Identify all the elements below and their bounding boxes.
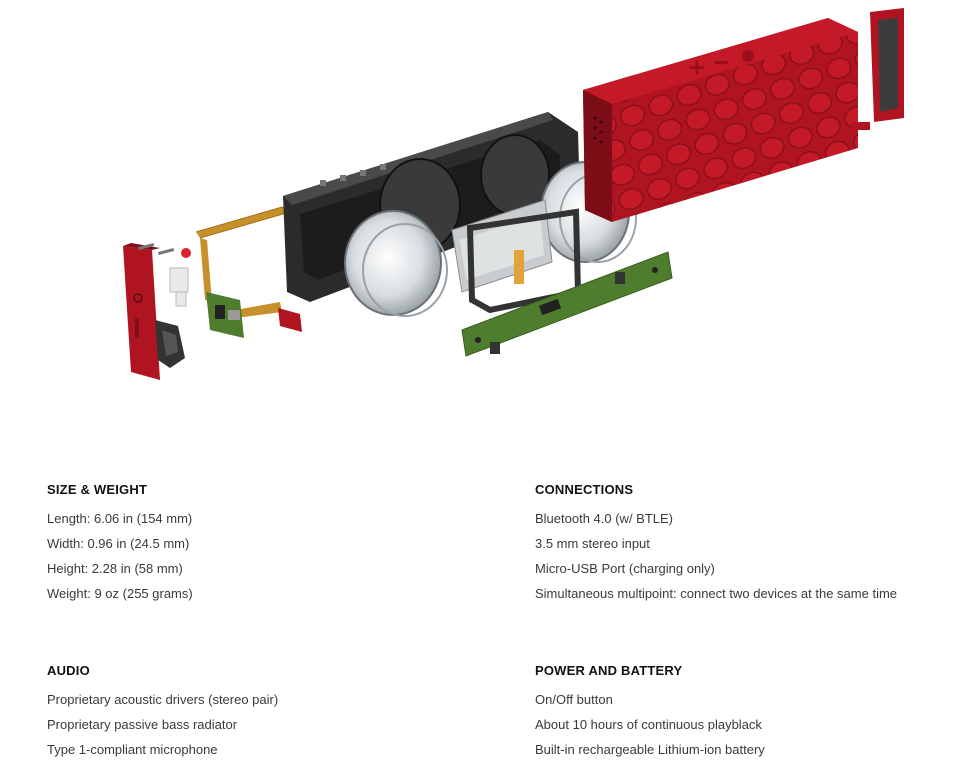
flex-cable xyxy=(195,206,292,318)
spec-item: Simultaneous multipoint: connect two dev… xyxy=(535,586,898,601)
spec-item: 3.5 mm stereo input xyxy=(535,536,650,551)
spec-item: Proprietary passive bass radiator xyxy=(47,717,238,732)
spec-item: Type 1-compliant microphone xyxy=(47,742,218,757)
battery-module xyxy=(451,199,582,314)
spec-item: Weight: 9 oz (255 grams) xyxy=(47,586,193,601)
small-pcb xyxy=(206,292,302,338)
spec-item: Micro-USB Port (charging only) xyxy=(535,561,715,576)
spec-heading: CONNECTIONS xyxy=(535,482,634,497)
acoustic-drivers xyxy=(344,161,637,317)
spec-item: Bluetooth 4.0 (w/ BTLE) xyxy=(535,511,674,526)
spec-item: Built-in rechargeable Lithium-ion batter… xyxy=(535,742,765,757)
spec-heading: AUDIO xyxy=(47,663,90,678)
spec-item: On/Off button xyxy=(535,692,613,707)
spec-item: About 10 hours of continuous playblack xyxy=(535,717,762,732)
spec-size-weight: SIZE & WEIGHT Length: 6.06 in (154 mm) W… xyxy=(47,481,193,606)
spec-audio: AUDIO Proprietary acoustic drivers (ster… xyxy=(47,662,278,762)
spec-heading: POWER AND BATTERY xyxy=(535,663,683,678)
small-parts xyxy=(138,242,191,307)
spec-connections: CONNECTIONS Bluetooth 4.0 (w/ BTLE) 3.5 … xyxy=(535,481,897,606)
spec-item: Width: 0.96 in (24.5 mm) xyxy=(47,536,190,551)
spec-power-battery: POWER AND BATTERY On/Off button About 10… xyxy=(535,662,765,762)
spec-item: Proprietary acoustic drivers (stereo pai… xyxy=(47,692,279,707)
spec-heading: SIZE & WEIGHT xyxy=(47,482,148,497)
exploded-speaker-illustration xyxy=(123,8,904,380)
main-pcb xyxy=(461,251,673,357)
red-outer-shell xyxy=(583,18,858,222)
left-end-cap xyxy=(123,243,185,380)
right-end-cap xyxy=(852,8,904,130)
spec-item: Length: 6.06 in (154 mm) xyxy=(47,511,193,526)
spec-item: Height: 2.28 in (58 mm) xyxy=(47,561,183,576)
